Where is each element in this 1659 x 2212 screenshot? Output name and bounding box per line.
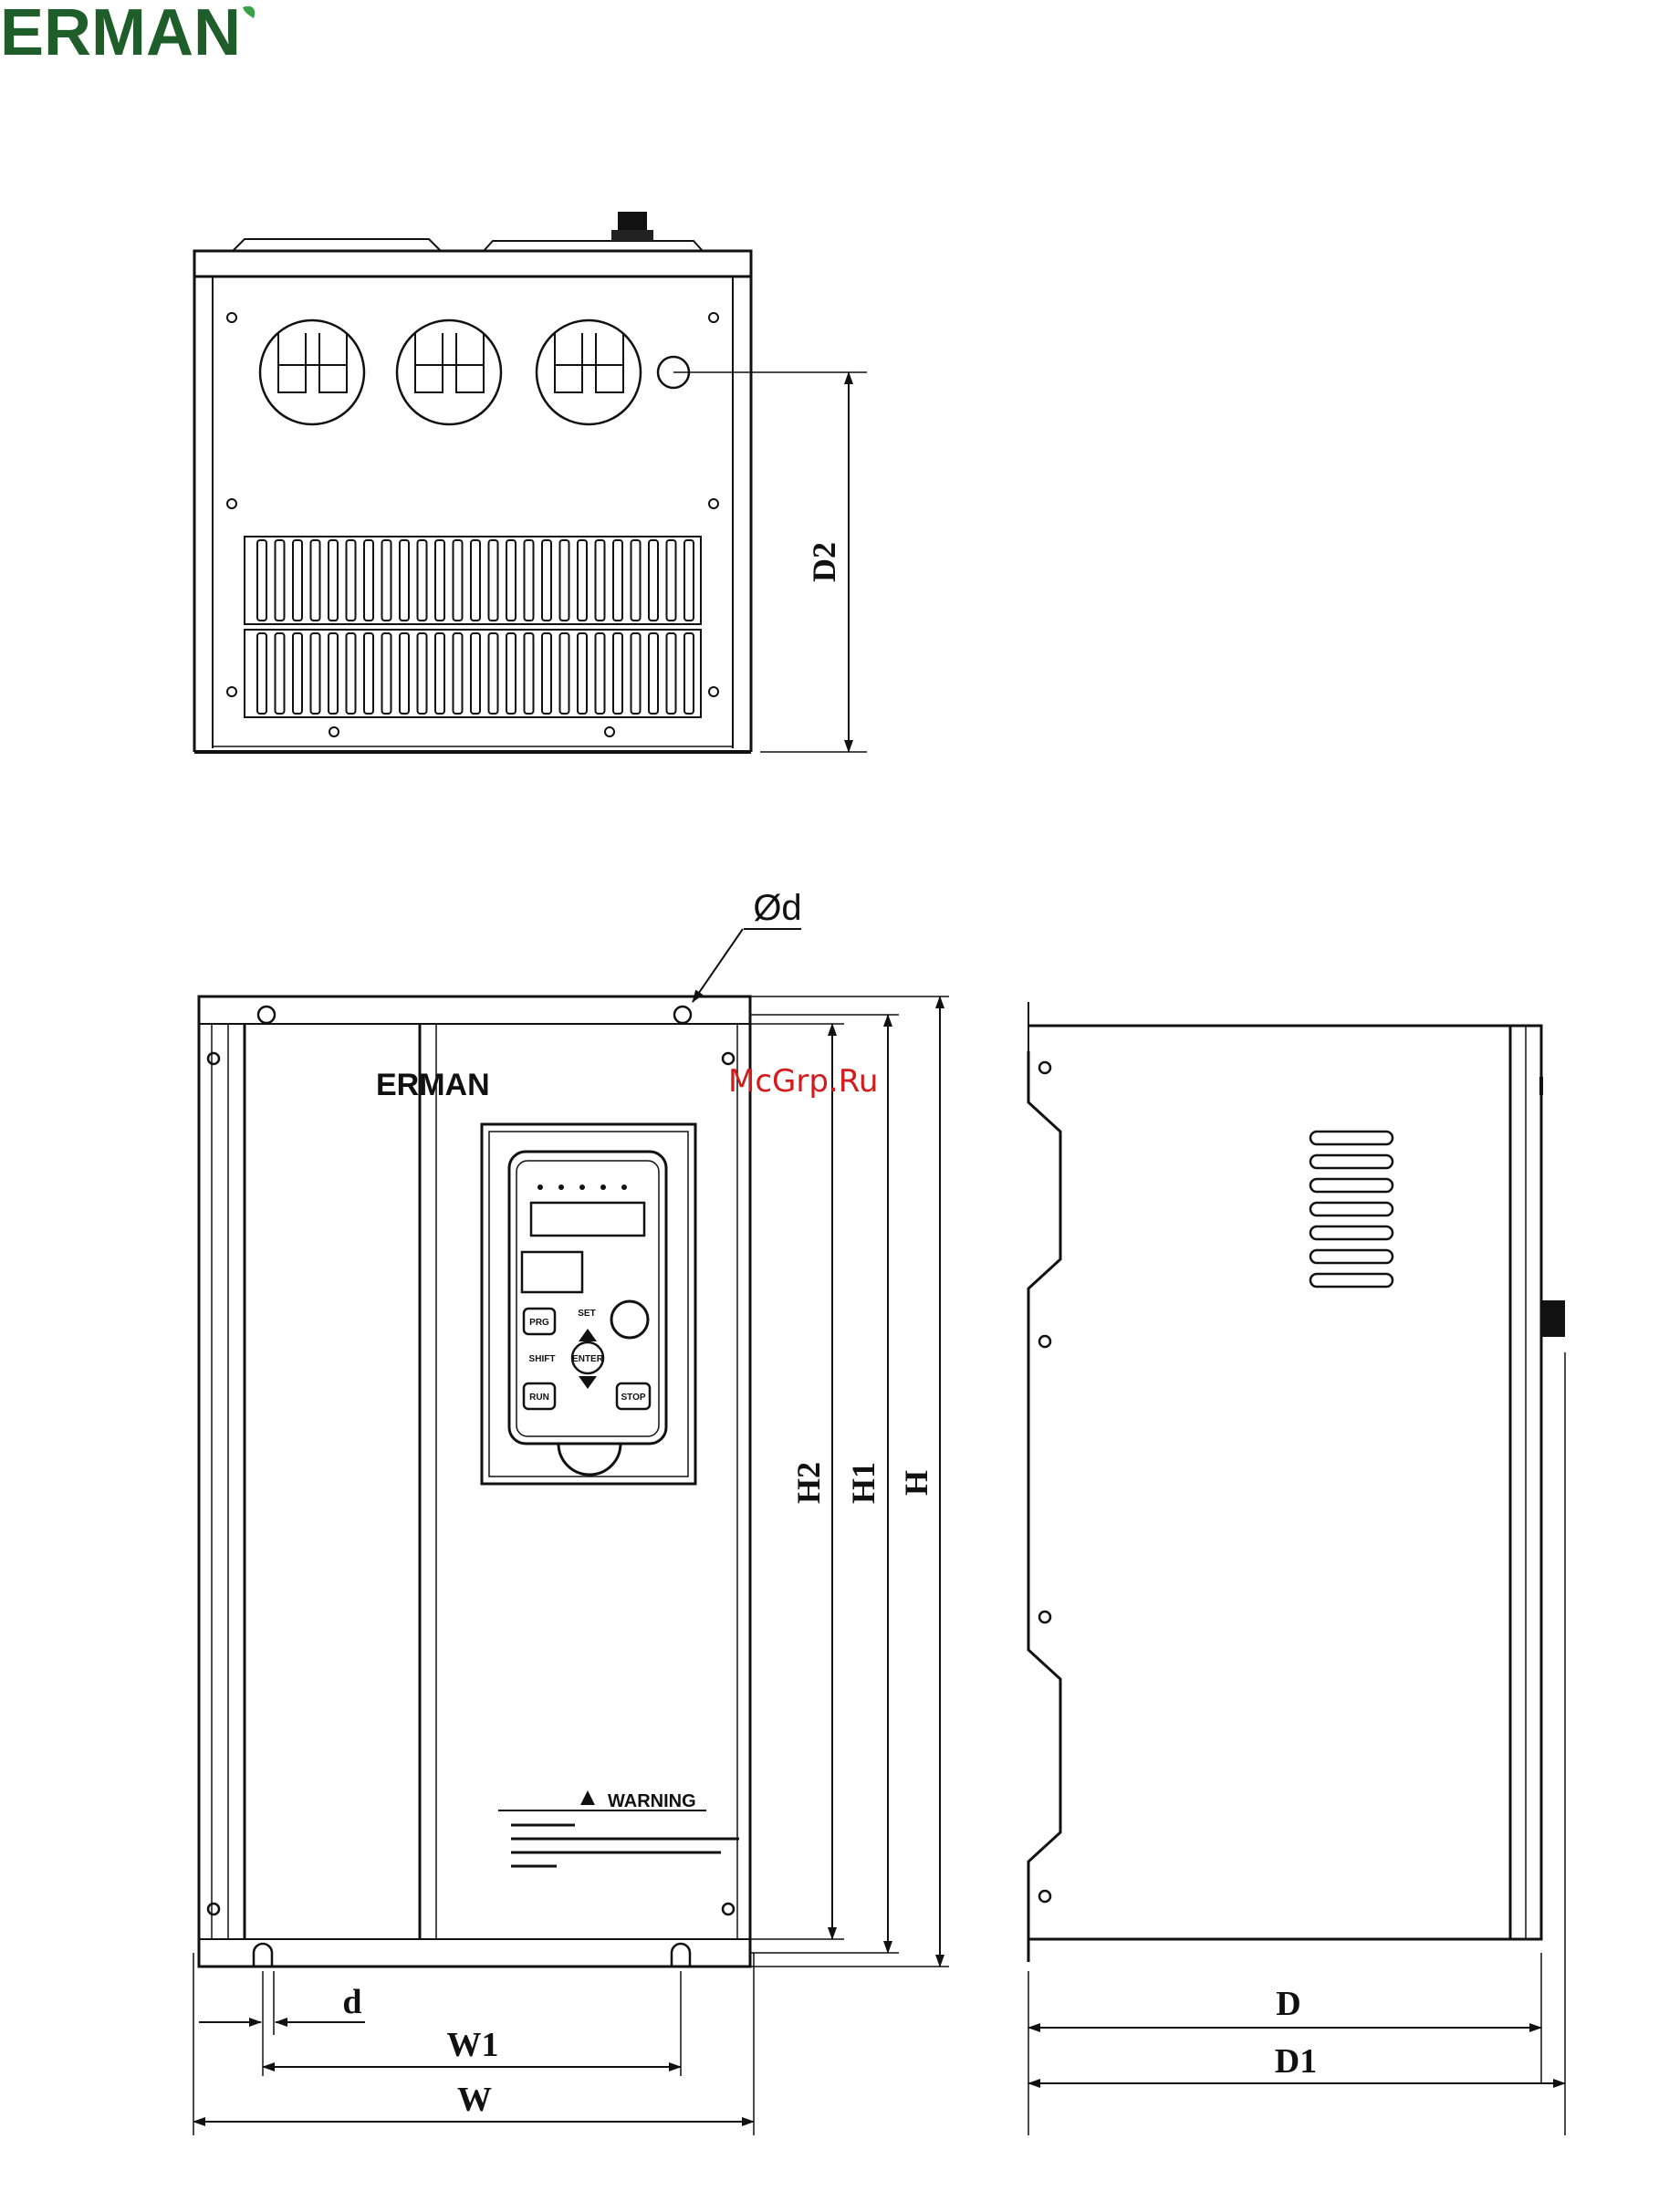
- top-view: [194, 212, 867, 752]
- led-display: [522, 1252, 582, 1292]
- dimension-label-side-d1: D1: [1275, 2042, 1317, 2081]
- keypad-button-shift: SHIFT: [529, 1354, 556, 1364]
- grille-bar: [506, 540, 516, 621]
- top-view-screws: [227, 313, 718, 736]
- dimension-label-side-d: D: [1276, 1985, 1300, 2023]
- grille-bar: [542, 633, 551, 714]
- dimension-label-h1: H1: [845, 1462, 882, 1504]
- side-view: [1028, 1002, 1565, 2135]
- grille-bar: [489, 633, 498, 714]
- grille-bar: [400, 540, 409, 621]
- keypad-buttons: PRG SET SHIFT ENTER RUN STOP: [524, 1309, 650, 1409]
- vent-grille: [245, 537, 701, 717]
- grille-bar: [560, 633, 569, 714]
- keypad-button-stop: STOP: [621, 1393, 645, 1403]
- grille-bar: [400, 633, 409, 714]
- grille-bar: [631, 633, 641, 714]
- grille-bar: [454, 540, 463, 621]
- logo-leaf-icon: [243, 6, 255, 18]
- side-vent-slots: [1310, 1132, 1393, 1287]
- grille-bar: [382, 540, 391, 621]
- grille-bar: [364, 633, 373, 714]
- grille-bar: [276, 633, 285, 714]
- grille-bar: [347, 633, 356, 714]
- dimension-label-d2: D2: [806, 542, 842, 582]
- keypad-button-set: SET: [578, 1309, 595, 1319]
- mounting-slot-bottom-left: [254, 1944, 272, 1967]
- grille-bar: [596, 540, 605, 621]
- grille-bar: [293, 633, 302, 714]
- grille-bar: [649, 540, 658, 621]
- grille-bar: [418, 540, 427, 621]
- watermark-text: McGrp.Ru: [728, 1063, 878, 1100]
- brand-logo-text: ERMAN: [0, 0, 241, 69]
- grille-bar: [649, 633, 658, 714]
- grille-bar: [435, 633, 444, 714]
- grille-bar: [329, 540, 338, 621]
- dimension-label-h: H: [898, 1470, 934, 1496]
- grille-frame: [245, 630, 701, 717]
- keypad-button-run: RUN: [529, 1393, 549, 1403]
- front-logo-text: ERMAN: [376, 1068, 490, 1102]
- warning-label-title: WARNING: [608, 1791, 696, 1811]
- grille-bar: [560, 540, 569, 621]
- grille-bar: [684, 633, 694, 714]
- grille-bar: [506, 633, 516, 714]
- grille-bar: [418, 633, 427, 714]
- grille-bar: [684, 540, 694, 621]
- grille-bar: [435, 540, 444, 621]
- grille-bar: [364, 540, 373, 621]
- grille-bar: [631, 540, 641, 621]
- keypad-button-prg: PRG: [529, 1318, 549, 1328]
- cable-knockouts: [260, 320, 689, 424]
- grille-frame: [245, 537, 701, 624]
- dimension-label-w: W: [457, 2081, 492, 2119]
- grille-bar: [257, 540, 266, 621]
- grille-bar: [667, 633, 676, 714]
- grille-bar: [525, 633, 534, 714]
- grille-bar: [276, 540, 285, 621]
- side-knob-icon: [1541, 1300, 1565, 1337]
- grille-bar: [613, 633, 622, 714]
- front-view: [193, 929, 949, 2135]
- grille-bar: [489, 540, 498, 621]
- grille-bar: [578, 633, 587, 714]
- grille-bar: [596, 633, 605, 714]
- grille-bar: [667, 540, 676, 621]
- lcd-display: [531, 1203, 644, 1236]
- grille-bar: [382, 633, 391, 714]
- dimension-label-h2: H2: [790, 1462, 827, 1504]
- mounting-slot-bottom-right: [672, 1944, 690, 1967]
- brand-logo: ERMAN: [0, 0, 255, 69]
- grille-bar: [311, 633, 320, 714]
- grille-bar: [257, 633, 266, 714]
- grille-bar: [471, 633, 480, 714]
- keypad-panel: [482, 1124, 695, 1484]
- mounting-hole-top-left: [258, 1007, 275, 1023]
- keypad-button-enter: ENTER: [572, 1354, 604, 1364]
- grille-bar: [471, 540, 480, 621]
- grille-bar: [542, 540, 551, 621]
- grille-bar: [347, 540, 356, 621]
- side-view-screws: [1039, 1062, 1050, 1902]
- dimension-label-hole: Ød: [753, 888, 801, 928]
- grille-bar: [454, 633, 463, 714]
- grille-bar: [311, 540, 320, 621]
- warning-text-lines: [511, 1825, 739, 1866]
- led-indicators: [537, 1184, 627, 1190]
- mounting-hole-top-right: [674, 1007, 691, 1023]
- dimension-label-w1: W1: [447, 2026, 499, 2064]
- grille-bar: [578, 540, 587, 621]
- grille-bar: [525, 540, 534, 621]
- warning-triangle-icon: [580, 1790, 595, 1805]
- potentiometer-knob-icon: [611, 1301, 648, 1338]
- grille-bar: [293, 540, 302, 621]
- dimension-label-d: d: [342, 1983, 361, 2021]
- grille-bar: [329, 633, 338, 714]
- grille-bar: [613, 540, 622, 621]
